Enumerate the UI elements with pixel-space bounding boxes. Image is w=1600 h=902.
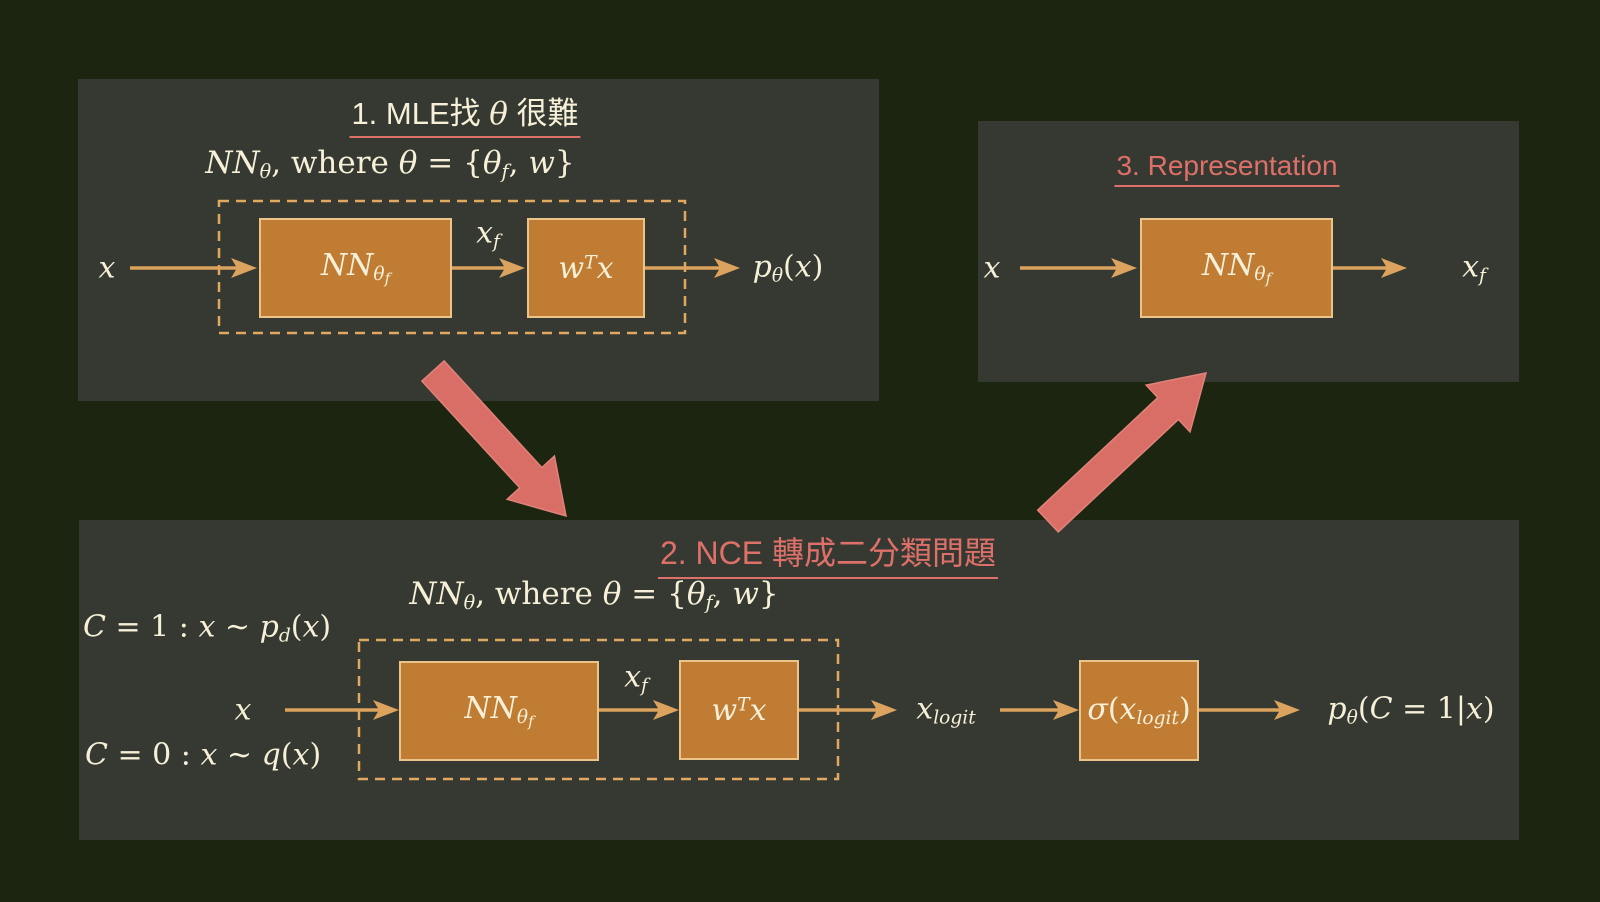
nce-nn-box-label: NNθf [464, 691, 534, 731]
nce-nn-theta-f-box: NNθf [399, 661, 599, 761]
nce-diagram-lines [285, 638, 1300, 781]
repr-diagram-lines [1020, 258, 1407, 278]
arrow-xlogit-to-sigma [1000, 700, 1079, 720]
mle-title: 1. MLE找 θ 很難 [349, 88, 581, 138]
panel-step3-representation: 3. Representation x NNθf xf [978, 121, 1519, 382]
arrow-step2-to-step3 [1036, 372, 1208, 533]
mle-wtx-box: wTx [527, 218, 645, 318]
repr-title: 3. Representation [1114, 150, 1340, 187]
mle-wtx-box-label: wTx [558, 250, 614, 286]
nce-negative-class-label: C = 0 : x ∼ q(x) [85, 737, 322, 773]
arrow-sigma-to-output [1199, 700, 1300, 720]
arrow-wtx-to-output [645, 258, 740, 278]
arrow-x-to-nn [1020, 258, 1137, 278]
repr-nn-box-label: NNθf [1201, 248, 1272, 288]
arrow-wtx-to-xlogit [799, 700, 897, 720]
nce-sigma-box: σ(xlogit) [1079, 660, 1199, 761]
panel-step2-nce: 2. NCE 轉成二分類問題 NNθ, where θ = {θf, w} C … [79, 520, 1519, 840]
repr-xf-output-label: xf [1462, 249, 1486, 287]
mle-diagram-lines [130, 199, 740, 335]
arrow-nn-to-xf [1333, 258, 1407, 278]
mle-input-x-label: x [98, 250, 116, 286]
repr-nn-theta-f-box: NNθf [1140, 218, 1333, 318]
arrow-x-to-nn [130, 258, 257, 278]
nce-positive-class-label: C = 1 : x ∼ pd(x) [83, 609, 332, 647]
nce-xlogit-label: xlogit [916, 691, 976, 729]
arrow-nn-to-wtx [599, 700, 679, 720]
mle-nn-theta-f-box: NNθf [259, 218, 452, 318]
arrow-nn-to-wtx [452, 258, 525, 278]
nce-output-label: pθ(C = 1|x) [1327, 691, 1495, 729]
mle-xf-label: xf [476, 215, 500, 253]
arrow-x-to-nn [285, 700, 399, 720]
nce-xf-label: xf [624, 659, 648, 697]
mle-output-label: pθ(x) [752, 249, 824, 287]
mle-title-text: 1. MLE找 θ 很難 [351, 96, 579, 132]
mle-nn-box-label: NNθf [320, 248, 391, 288]
nce-input-x-label: x [234, 692, 252, 728]
panel-step1-mle: 1. MLE找 θ 很難 NNθ, where θ = {θf, w} x NN… [78, 79, 879, 401]
mle-nn-formula: NNθ, where θ = {θf, w} [205, 144, 575, 184]
repr-input-x-label: x [983, 250, 1001, 286]
nce-wtx-box-label: wTx [711, 692, 767, 728]
nce-wtx-box: wTx [679, 660, 799, 760]
nce-sigma-box-label: σ(xlogit) [1087, 691, 1191, 730]
nce-nn-formula: NNθ, where θ = {θf, w} [409, 575, 779, 615]
nce-title: 2. NCE 轉成二分類問題 [657, 528, 999, 579]
